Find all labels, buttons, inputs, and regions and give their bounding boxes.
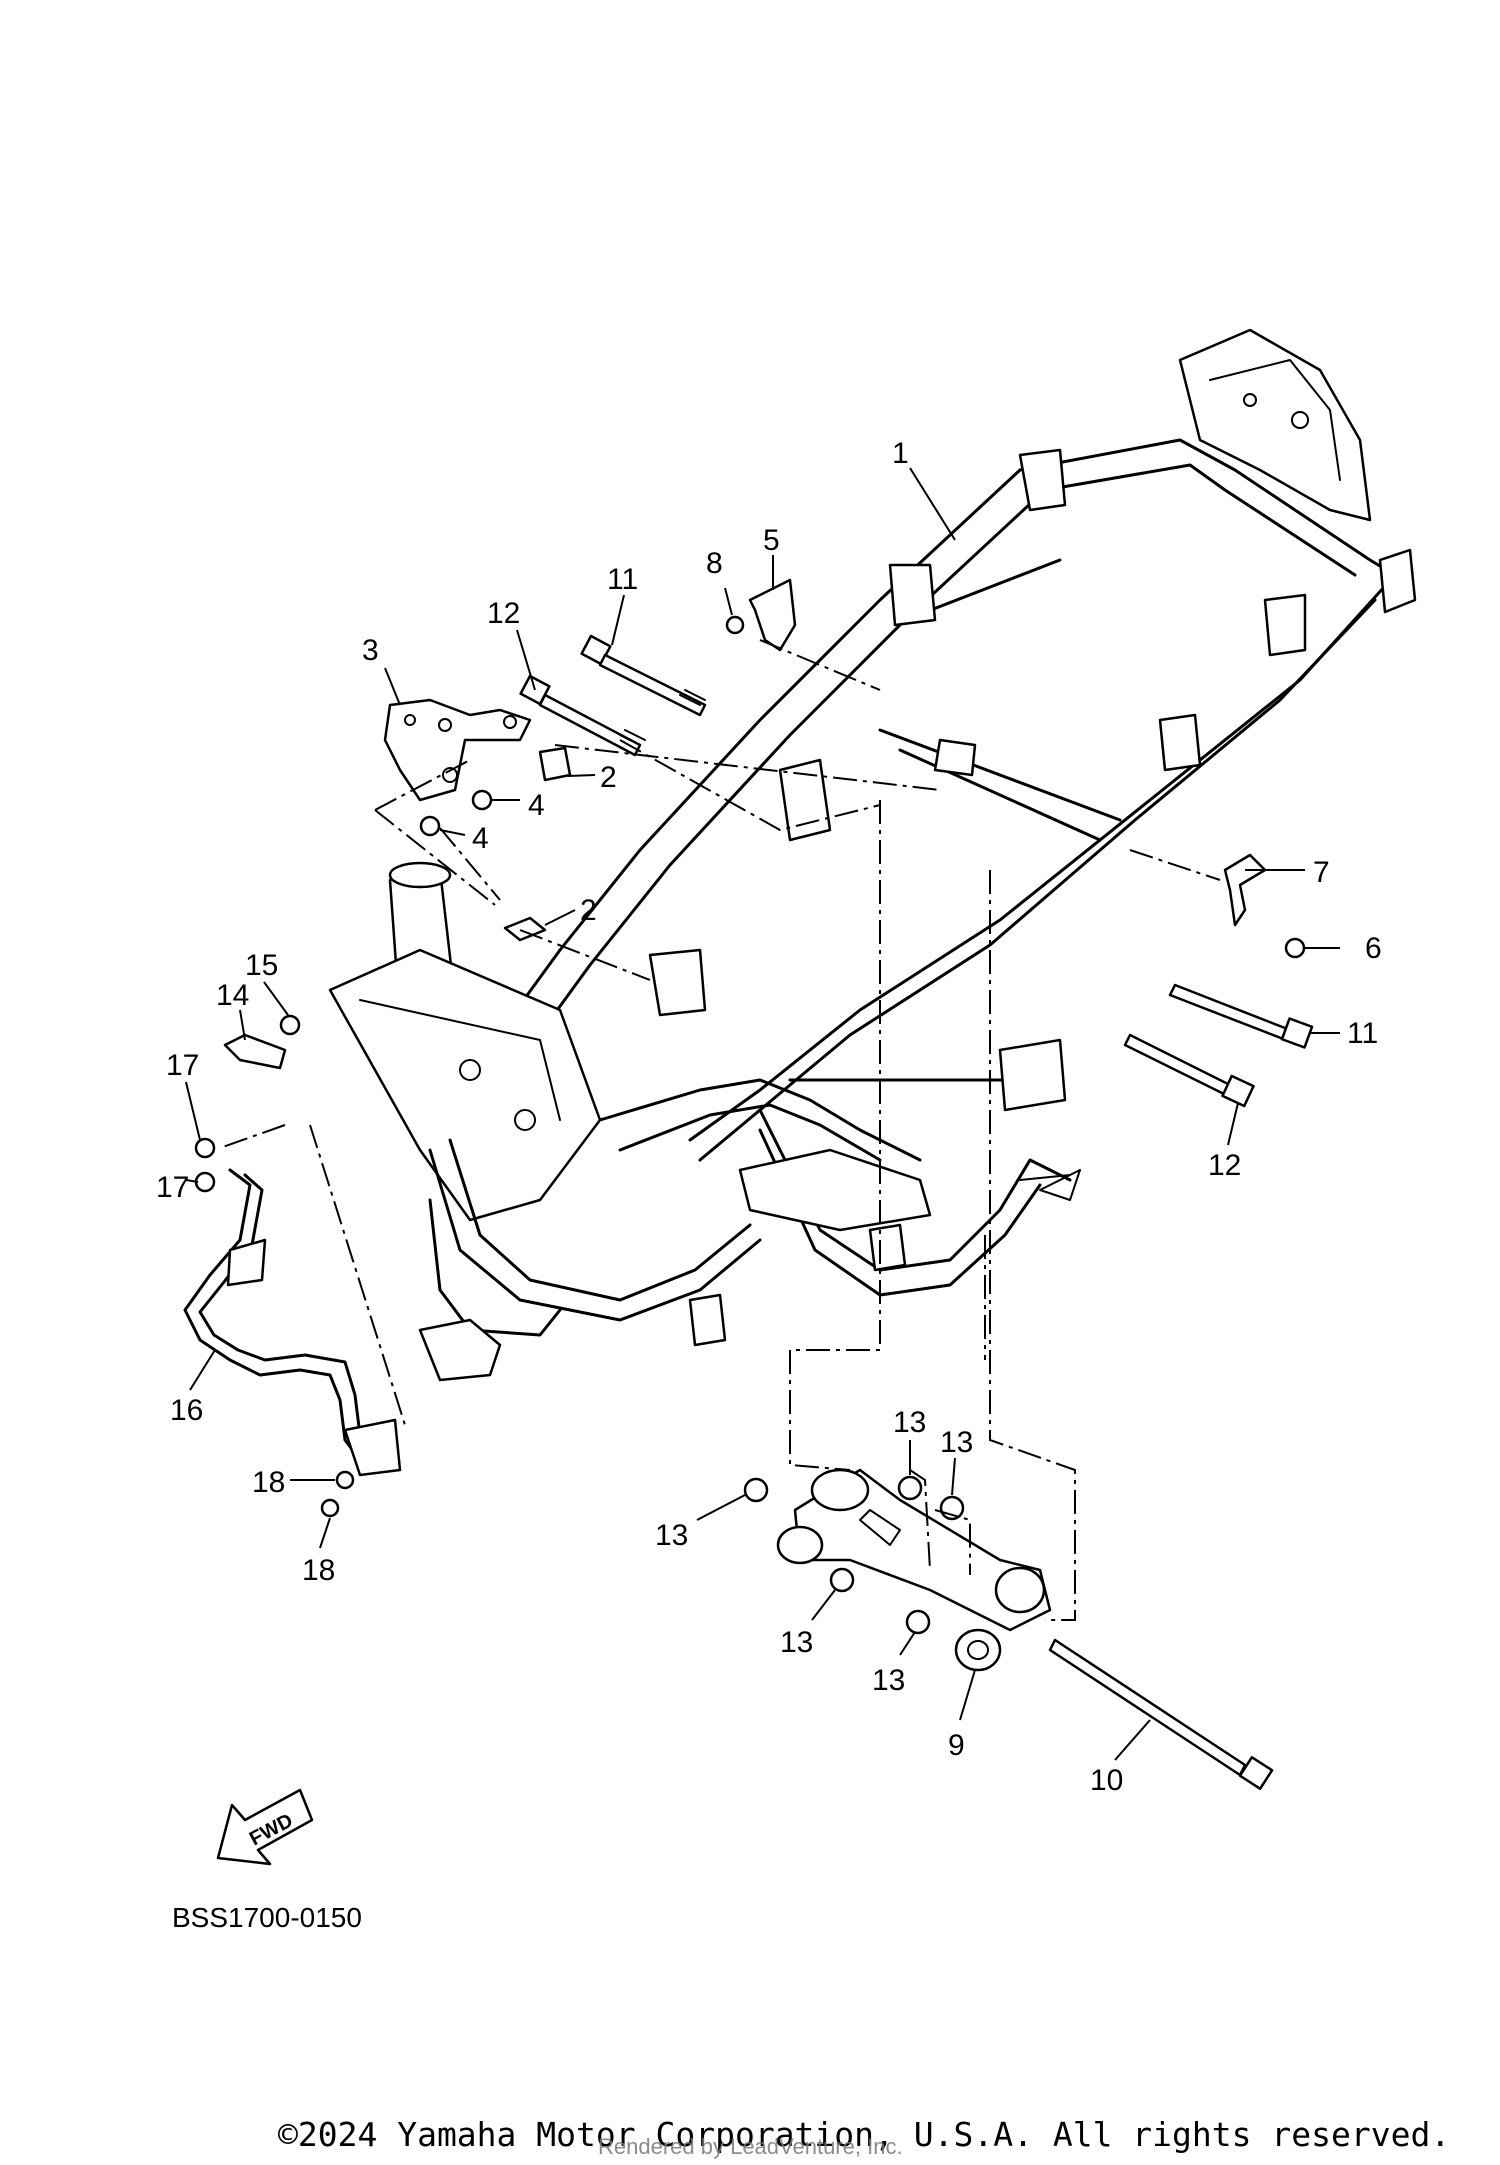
callout-14: 14 bbox=[216, 979, 249, 1012]
callout-13-e: 13 bbox=[872, 1664, 905, 1697]
callout-6: 6 bbox=[1365, 932, 1382, 965]
bolt-part-4-b bbox=[419, 815, 441, 837]
callout-9: 9 bbox=[948, 1729, 965, 1762]
callout-labels: 1 5 8 11 12 3 2 4 4 2 7 6 11 12 15 14 17… bbox=[156, 437, 1382, 1797]
callout-4-a: 4 bbox=[528, 789, 545, 822]
bushing-part-9 bbox=[954, 1628, 1002, 1672]
bracket-part-5 bbox=[748, 578, 797, 652]
callout-18-a: 18 bbox=[252, 1466, 285, 1499]
bolt-part-18-b bbox=[320, 1498, 340, 1518]
collar-part-2-upper bbox=[538, 746, 572, 782]
callout-18-b: 18 bbox=[302, 1554, 335, 1587]
plate-part-14 bbox=[223, 1033, 287, 1070]
callout-10: 10 bbox=[1090, 1764, 1123, 1797]
bolt-part-11-lower bbox=[1168, 983, 1314, 1049]
callout-12-lower: 12 bbox=[1208, 1149, 1241, 1182]
callout-3: 3 bbox=[362, 634, 379, 667]
bolt-part-4-a bbox=[471, 789, 493, 811]
callout-15: 15 bbox=[245, 949, 278, 982]
nut-part-13-d bbox=[829, 1567, 855, 1593]
callout-11-upper: 11 bbox=[607, 563, 638, 596]
callout-17-b: 17 bbox=[156, 1171, 189, 1204]
nut-part-13-b bbox=[897, 1475, 923, 1501]
callout-13-b: 13 bbox=[940, 1426, 973, 1459]
callout-12-upper: 12 bbox=[487, 597, 520, 630]
nut-part-17-a bbox=[194, 1137, 216, 1159]
callout-2-upper: 2 bbox=[600, 761, 617, 794]
bolt-part-6 bbox=[1284, 937, 1306, 959]
collar-part-2-lower bbox=[503, 916, 547, 942]
callout-16: 16 bbox=[170, 1394, 203, 1427]
render-watermark: Rendered by LeadVenture, Inc. bbox=[598, 2134, 903, 2159]
fwd-arrow-icon: FWD bbox=[216, 1788, 314, 1866]
main-frame bbox=[328, 328, 1417, 1382]
bracket-part-3 bbox=[383, 698, 532, 802]
bolt-part-11-upper bbox=[580, 634, 707, 717]
stay-part-16 bbox=[183, 1168, 402, 1477]
callout-7: 7 bbox=[1313, 856, 1330, 889]
callout-4-b: 4 bbox=[472, 822, 489, 855]
callout-1: 1 bbox=[892, 437, 909, 470]
bracket-part-7 bbox=[1223, 853, 1267, 927]
alignment-lines bbox=[219, 639, 1221, 1621]
leader-lines bbox=[185, 467, 1340, 1761]
copyright-notice: ©2024 Yamaha Motor Corporation, U.S.A. A… bbox=[278, 2115, 1451, 2154]
nut-part-13-e bbox=[905, 1609, 931, 1635]
bolt-part-18-a bbox=[335, 1470, 355, 1490]
bolt-part-10 bbox=[1048, 1638, 1274, 1791]
callout-2-lower: 2 bbox=[580, 894, 597, 927]
diagram-code: BSS1700-0150 bbox=[172, 1902, 362, 1933]
callout-11-lower: 11 bbox=[1347, 1017, 1378, 1050]
callout-8: 8 bbox=[706, 547, 723, 580]
callout-5: 5 bbox=[763, 524, 780, 557]
callout-13-a: 13 bbox=[893, 1406, 926, 1439]
nut-part-13-a bbox=[743, 1477, 769, 1503]
bolt-part-15 bbox=[279, 1014, 301, 1036]
callout-13-d: 13 bbox=[780, 1626, 813, 1659]
bolt-part-12-lower bbox=[1123, 1033, 1255, 1108]
bolt-part-8 bbox=[725, 615, 745, 635]
callout-13-c: 13 bbox=[655, 1519, 688, 1552]
callout-17-a: 17 bbox=[166, 1049, 199, 1082]
nut-part-17-b bbox=[194, 1171, 216, 1193]
engine-bracket-assembly bbox=[776, 1468, 1052, 1632]
